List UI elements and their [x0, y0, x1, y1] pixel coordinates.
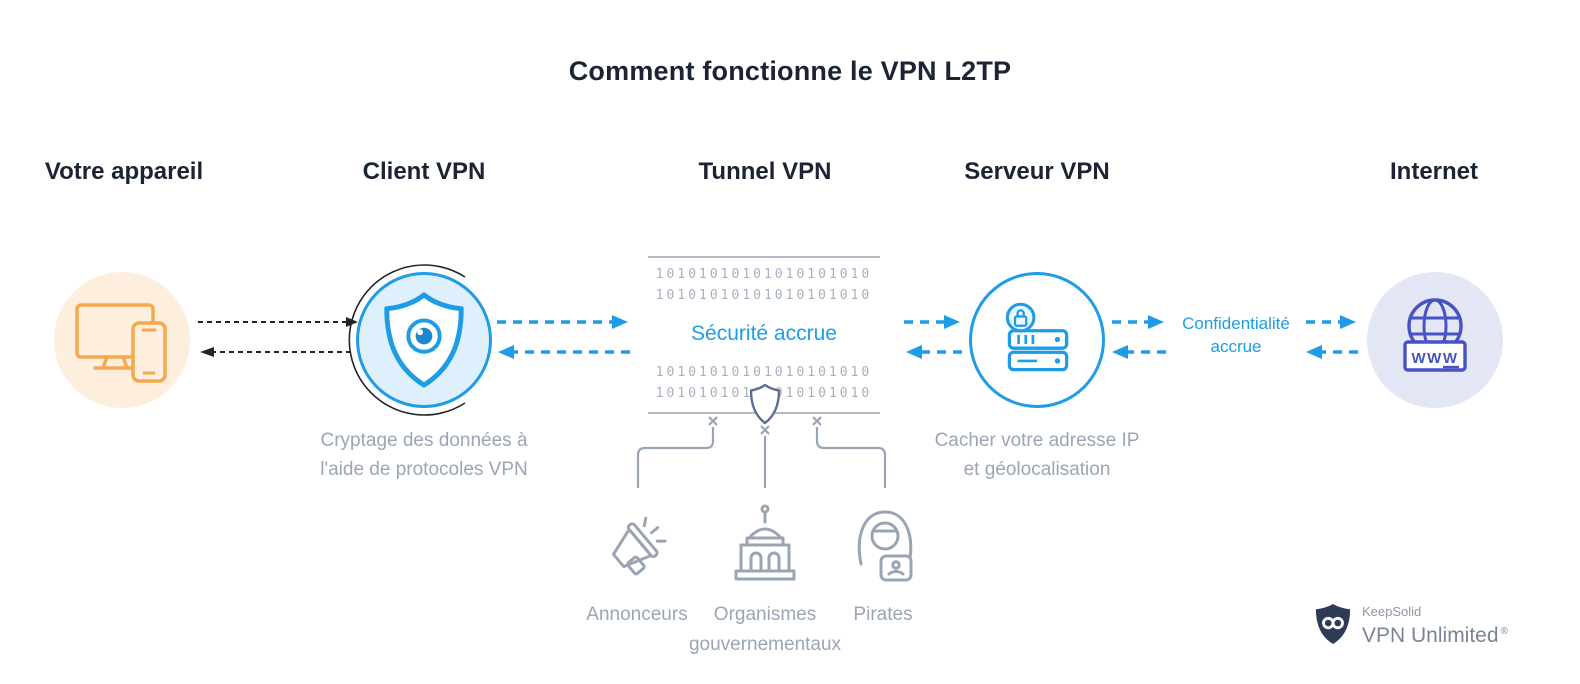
- shield-eye-icon: [384, 292, 464, 388]
- binary-row: 10101010101010101010: [655, 365, 873, 380]
- client-caption: Cryptage des données à l'aide de protoco…: [320, 430, 528, 480]
- hacker-icon: [845, 502, 925, 595]
- globe-www-icon: WWW: [1403, 298, 1467, 372]
- megaphone-icon: [595, 503, 679, 592]
- stage-label-internet: Internet: [1389, 158, 1479, 185]
- blocked-x-icon: [708, 416, 718, 426]
- device-to-client-arrowhead: [346, 317, 358, 327]
- blocked-x-icon: [812, 416, 822, 426]
- binary-row: 10101010101010101010: [655, 267, 873, 282]
- threat-label-government: Organismes gouvernementaux: [688, 604, 842, 655]
- tunnel-security-text: Sécurité accrue: [691, 322, 837, 345]
- logo-product-name: VPN Unlimited®: [1362, 624, 1508, 647]
- keepsolid-logo: KeepSolid VPN Unlimited®: [1314, 602, 1508, 648]
- threat-label-advertisers: Annonceurs: [586, 604, 688, 625]
- internet-circle: WWW: [1367, 272, 1503, 408]
- device-circle: [54, 272, 190, 408]
- stage-label-tunnel: Tunnel VPN: [698, 158, 832, 185]
- logo-company-name: KeepSolid: [1362, 604, 1422, 619]
- server-circle: [969, 272, 1105, 408]
- privacy-label: Confidentialité accrue: [1182, 314, 1290, 356]
- page-title: Comment fonctionne le VPN L2TP: [568, 56, 1012, 86]
- keepsolid-shield-icon: [1315, 604, 1351, 644]
- binary-row: 10101010101010101010: [655, 288, 873, 303]
- tunnel-shield-icon: [748, 383, 782, 430]
- stage-label-server: Serveur VPN: [964, 158, 1110, 185]
- globe-www-text: WWW: [1412, 350, 1459, 367]
- client-to-device-arrowhead: [200, 347, 214, 357]
- threat-label-hackers: Pirates: [853, 604, 913, 625]
- monitor-phone-icon: [75, 303, 167, 383]
- stage-label-client: Client VPN: [362, 158, 486, 185]
- server-caption: Cacher votre adresse IP et géolocalisati…: [934, 430, 1140, 480]
- stage-label-device: Votre appareil: [44, 158, 204, 185]
- client-circle: [356, 272, 492, 408]
- vpn-server-icon: [1005, 302, 1069, 372]
- registered-mark: ®: [1500, 626, 1508, 637]
- government-building-icon: [721, 500, 809, 593]
